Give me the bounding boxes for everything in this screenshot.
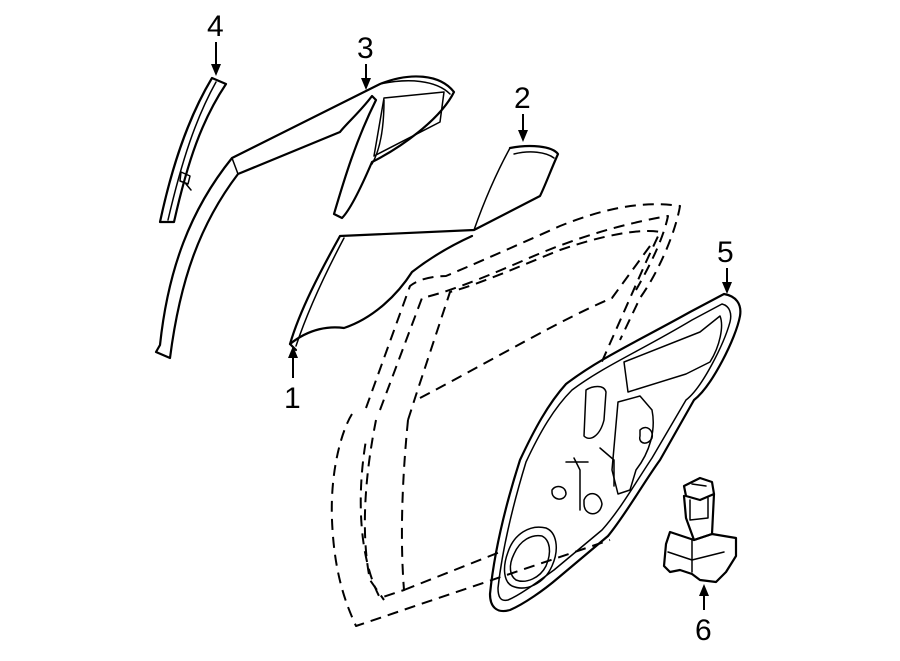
- callout-2-label: 2: [514, 82, 531, 115]
- callout-6: 6: [695, 584, 712, 647]
- callout-4-label: 4: [207, 10, 224, 43]
- callout-2: 2: [514, 82, 531, 142]
- part-4-run-channel: [158, 76, 228, 224]
- callout-4: 4: [207, 10, 224, 76]
- part-3-frame-moulding: [154, 75, 456, 360]
- callout-5: 5: [717, 236, 734, 294]
- callout-1: 1: [284, 346, 301, 415]
- part-5-door-module-panel: [488, 292, 742, 613]
- part-2-door-glass: [288, 144, 560, 352]
- callout-6-label: 6: [695, 614, 712, 647]
- door-shell-outline: [330, 203, 681, 627]
- callout-3: 3: [357, 32, 374, 90]
- callout-3-label: 3: [357, 32, 374, 65]
- callout-5-label: 5: [717, 236, 734, 269]
- callout-1-label: 1: [284, 382, 301, 415]
- part-6-window-motor: [662, 476, 738, 584]
